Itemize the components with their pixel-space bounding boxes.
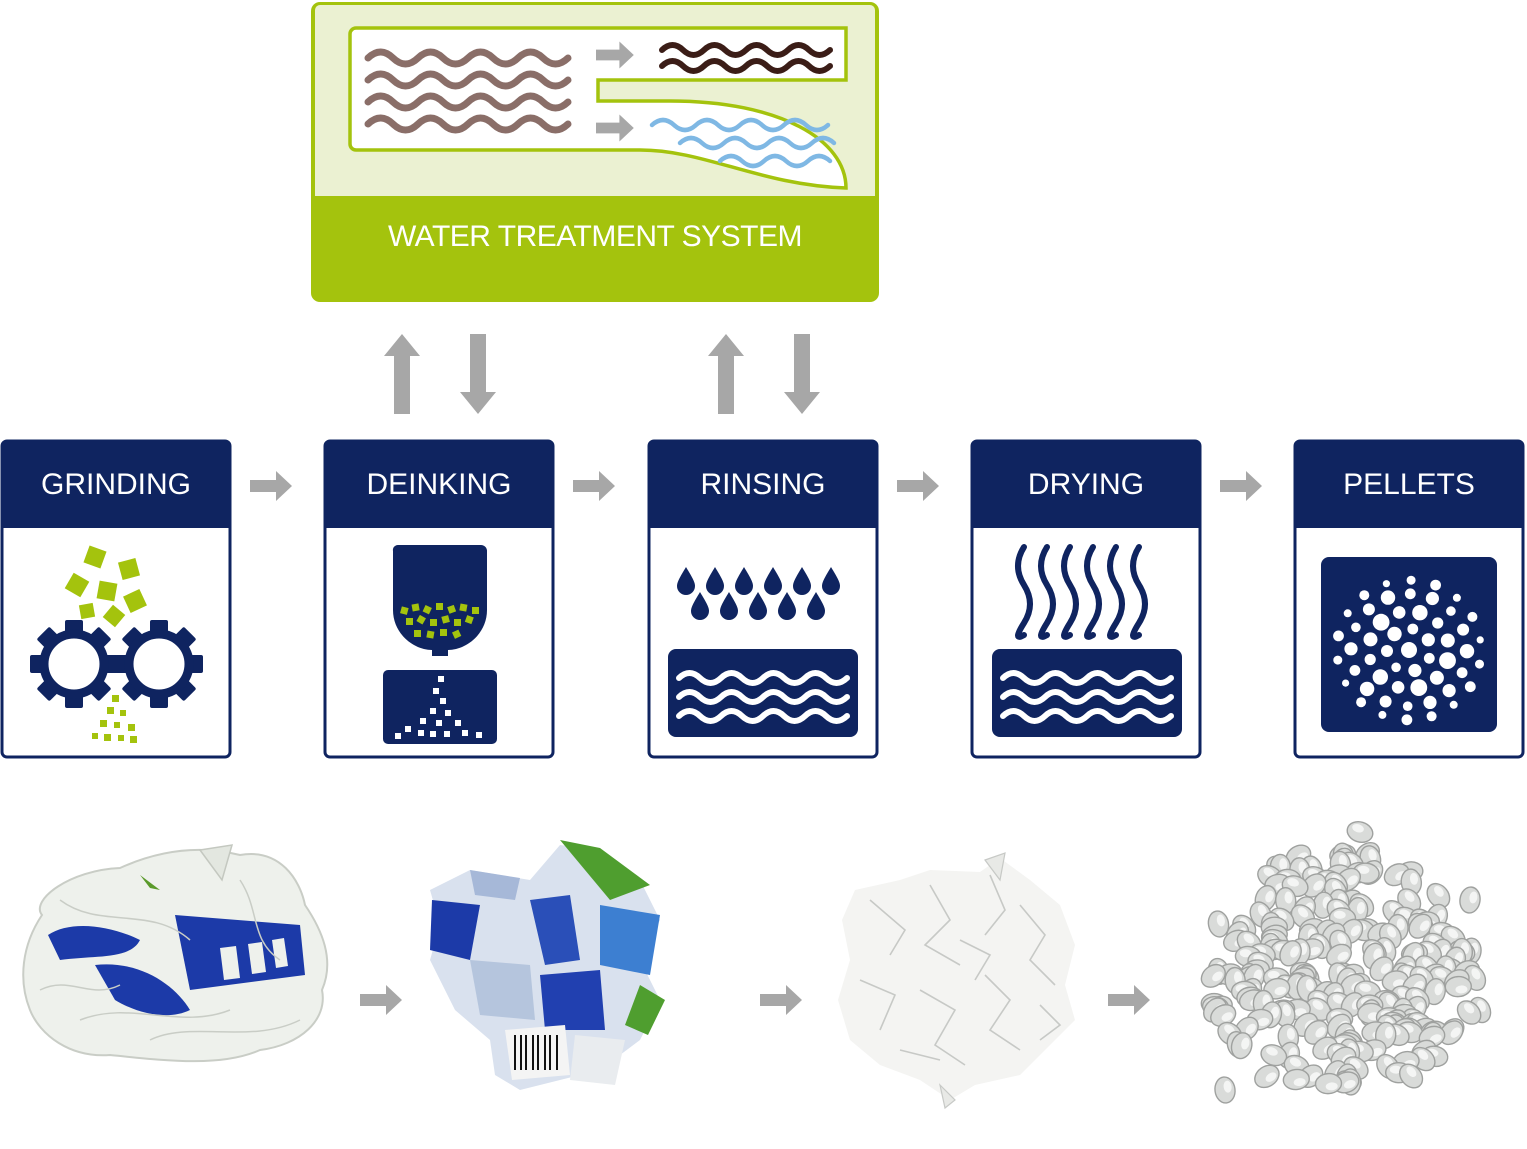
pellet-dot [1343, 609, 1352, 618]
pellet-dot [1342, 679, 1350, 687]
deinking-funnel-icon [383, 544, 497, 744]
pellet-dot [1475, 659, 1484, 669]
pellet-dot [1476, 636, 1484, 644]
pellet-dot [1452, 593, 1461, 602]
pellet-dot [1356, 697, 1367, 708]
treatment-tank-outline [348, 26, 848, 190]
pellet-dot [1401, 642, 1417, 658]
pellet-dot [1359, 590, 1370, 601]
pellet-dot [1423, 695, 1437, 710]
pellet-dot [1408, 663, 1422, 678]
grinding-to-deinking-arrow-icon [250, 471, 292, 501]
pellet-dot [1387, 626, 1402, 642]
flakes-to-pellets-arrow-icon [1108, 985, 1150, 1015]
pellets-icon [1321, 557, 1497, 732]
pellet-dot [1402, 701, 1413, 711]
pellet-dot [1344, 642, 1358, 656]
pellet-dot [1442, 684, 1456, 698]
pellet-dot [1457, 623, 1470, 636]
pellet-dot [1423, 652, 1435, 664]
pellet-dot [1359, 681, 1375, 697]
pellet-dot [1430, 579, 1441, 591]
pellet-dot [1381, 645, 1393, 657]
pellet-dot [1410, 679, 1428, 696]
water-treatment-label: WATER TREATMENT SYSTEM [387, 220, 803, 253]
pellet-dot [1379, 695, 1392, 708]
pellet-dot [1440, 633, 1455, 648]
pellet-dot [1464, 681, 1476, 693]
pellet-dot [1404, 588, 1416, 600]
pellet-dot [1391, 662, 1401, 673]
pellet-dot [1429, 670, 1444, 685]
pellet-photo-piece [1444, 975, 1473, 998]
pellet-dot [1426, 711, 1437, 722]
pellet-dot [1372, 669, 1389, 685]
sludge-wave-icon [659, 42, 833, 74]
pellet-dot [1333, 630, 1344, 642]
rinsing-to-drying-arrow-icon [897, 471, 939, 501]
pellet-dot [1449, 700, 1458, 709]
step-title-drying: DRYING [1027, 468, 1145, 501]
pellet-dot [1456, 667, 1468, 679]
pellet-dot [1372, 613, 1390, 631]
pellet-dot [1401, 714, 1413, 726]
pellet-dot [1349, 665, 1361, 676]
shreds-to-flakes-arrow-icon [760, 985, 802, 1015]
pellet-dot [1406, 575, 1416, 585]
drying-to-pellets-arrow-icon [1220, 471, 1262, 501]
deinking-to-rinsing-arrow-icon [573, 471, 615, 501]
pellet-dot [1467, 611, 1478, 622]
pellet-photo-piece [1457, 885, 1483, 915]
photo-shredded-plastic-pieces [430, 840, 665, 1090]
pellet-dot [1391, 681, 1405, 694]
deinking-to-water-arrow-icon [384, 334, 420, 414]
pellet-dot [1407, 623, 1419, 635]
pellet-dot [1412, 605, 1428, 621]
pellet-dot [1459, 644, 1475, 659]
rinsing-drops-icon [668, 567, 858, 737]
rinsing-to-water-arrow-icon [708, 334, 744, 414]
pellet-dot [1362, 603, 1375, 616]
pellet-dot [1382, 580, 1390, 588]
step-card-grinding [0, 439, 232, 759]
drying-steam-icon [992, 544, 1182, 737]
water-to-rinsing-arrow-icon [784, 334, 820, 414]
water-to-deinking-arrow-icon [460, 334, 496, 414]
pellet-dot [1363, 632, 1378, 647]
dirty-water-wave-icon [364, 48, 572, 134]
pellet-dot [1425, 591, 1439, 606]
step-title-deinking: DEINKING [366, 468, 512, 501]
pellet-dot [1432, 617, 1444, 629]
photo-crumpled-plastic-bags [22, 844, 329, 1063]
pellet-dot [1392, 606, 1406, 619]
pellet-photo-piece [1343, 817, 1377, 847]
step-title-rinsing: RINSING [700, 468, 826, 501]
step-title-grinding: GRINDING [41, 468, 191, 501]
grinding-gears-icon [30, 545, 203, 743]
clean-water-wave-icon [649, 117, 837, 169]
photo-white-plastic-pellets [1196, 817, 1496, 1105]
pellet-dot [1380, 590, 1396, 605]
pellet-dot [1421, 633, 1435, 647]
pellet-dot [1333, 655, 1343, 665]
bags-to-shreds-arrow-icon [360, 985, 402, 1015]
pellet-dot [1446, 606, 1456, 616]
pellet-photo-piece [1212, 1075, 1238, 1105]
photo-white-plastic-flakes [838, 852, 1075, 1110]
pellet-dot [1378, 710, 1387, 719]
step-title-pellets: PELLETS [1343, 468, 1475, 501]
pellet-dot [1439, 652, 1456, 669]
water-treatment-system [311, 2, 879, 302]
pellet-dot [1351, 622, 1361, 633]
pellet-dot [1364, 653, 1376, 666]
